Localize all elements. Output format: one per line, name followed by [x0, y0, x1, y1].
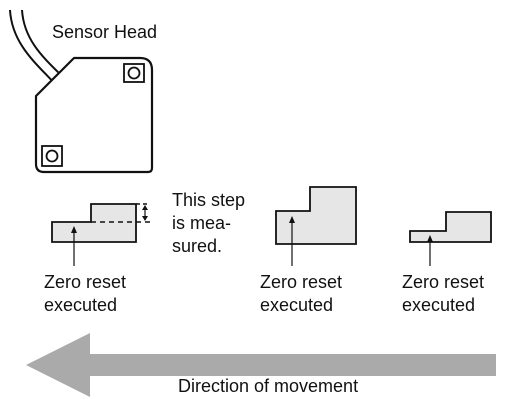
zero-reset-middle-line2: executed [260, 295, 334, 315]
step-note-line1: This step [172, 190, 246, 210]
direction-arrow [26, 333, 496, 397]
step-height-indicator [142, 205, 148, 221]
workpiece-step-left [51, 203, 150, 266]
zero-reset-right-line2: executed [402, 295, 476, 315]
zero-reset-left-line1: Zero reset [44, 272, 127, 292]
workpiece-step-middle [275, 186, 357, 266]
zero-reset-middle-line1: Zero reset [260, 272, 343, 292]
workpiece-step-right [409, 211, 492, 266]
mounting-hole-bottom [41, 145, 63, 167]
pointer-arrow-right [427, 235, 433, 266]
pointer-arrow-left [71, 226, 77, 266]
mounting-hole-top [123, 63, 145, 83]
step-note-line2: is mea- [172, 213, 232, 233]
direction-label: Direction of movement [178, 376, 359, 396]
zero-reset-right-line1: Zero reset [402, 272, 485, 292]
step-note-line3: sured. [172, 236, 223, 256]
sensor-head-label: Sensor Head [52, 22, 158, 42]
sensor-head [34, 56, 154, 174]
pointer-arrow-middle [289, 216, 295, 266]
zero-reset-left-line2: executed [44, 295, 118, 315]
